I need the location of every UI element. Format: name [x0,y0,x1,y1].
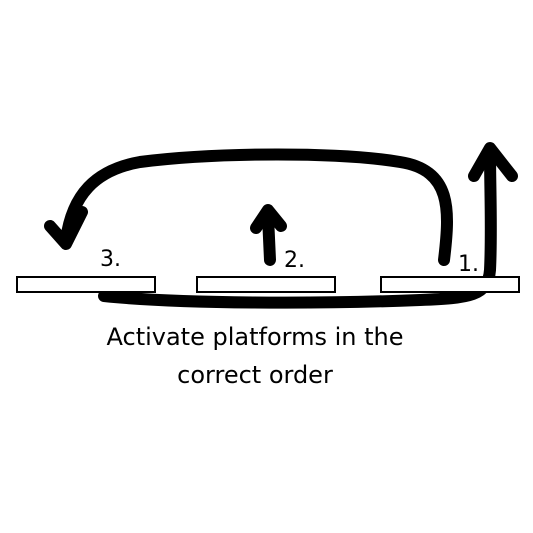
arrow-3-loop-shaft [98,144,497,309]
platform-3 [16,276,156,293]
platform-1-label: 1. [458,252,479,277]
arrow-2-up-head [250,204,287,234]
platform-1 [380,276,520,293]
arrow-2-up-shaft [262,210,276,266]
arrow-1-to-3-shaft [60,148,453,266]
arrow-2-up [250,204,287,266]
platform-2 [196,276,336,293]
arrow-3-loop [98,142,518,309]
caption-line-1: Activate platforms in the [107,323,404,351]
platform-3-label: 3. [100,247,121,272]
arrow-1-to-3-head [44,206,88,250]
platform-2-label: 2. [284,248,305,273]
arrow-3-loop-head [468,142,518,182]
caption-line-2: correct order [177,361,333,389]
arrow-1-to-3 [44,148,453,266]
